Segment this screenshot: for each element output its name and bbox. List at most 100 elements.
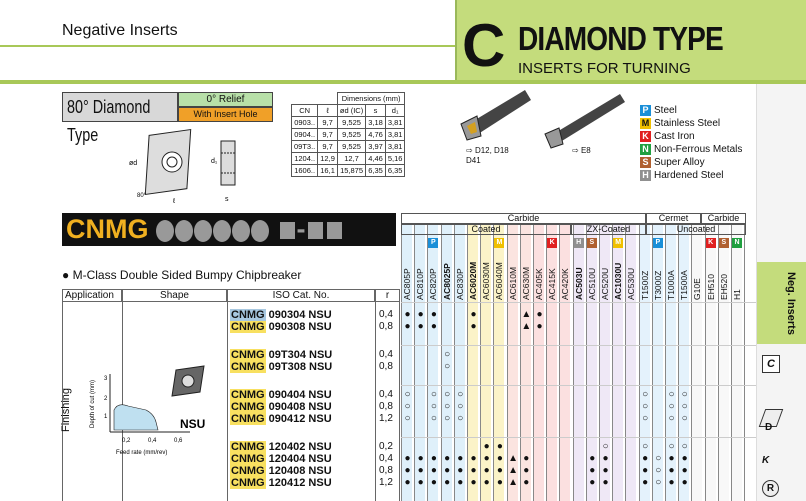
availability-mark: ●	[430, 477, 437, 488]
availability-mark: ○	[444, 413, 451, 424]
iso-code: CNMG	[230, 389, 266, 401]
availability-mark: ○	[655, 453, 662, 464]
arrow-icon: ⇨	[572, 146, 581, 155]
material-tag: P	[652, 238, 663, 248]
availability-mark: ●	[589, 477, 596, 488]
availability-mark: ●	[470, 309, 477, 320]
dim-cell: 3,18	[365, 116, 386, 129]
grade-name: T1500A	[679, 270, 690, 300]
grade-column	[691, 225, 703, 501]
iso-cat-no: CNMG 090408 NSU	[230, 401, 332, 413]
grade-name: AC420K	[560, 268, 571, 300]
tab-neg-label: Neg. Inserts	[785, 272, 797, 335]
availability-mark: ●	[642, 477, 649, 488]
super-alloy-tag: S	[640, 156, 651, 168]
availability-mark: ●	[483, 453, 490, 464]
material-tag: N	[732, 238, 742, 248]
row-separator	[401, 345, 756, 346]
availability-mark: ●	[404, 477, 411, 488]
availability-mark: ●	[523, 465, 530, 476]
legend-label: Cast Iron	[654, 131, 695, 142]
grade-column	[678, 225, 690, 501]
series-banner: CNMG -	[62, 213, 396, 246]
availability-mark: ○	[681, 389, 688, 400]
iso-cat-no: CNMG 090304 NSU	[230, 309, 332, 321]
dim-cell: 12,9	[317, 152, 338, 165]
availability-mark: ●	[668, 477, 675, 488]
legend-label: Steel	[654, 105, 677, 116]
row-separator	[401, 385, 756, 386]
availability-mark: ○	[404, 413, 411, 424]
grade-column	[665, 225, 676, 501]
availability-mark: ○	[668, 401, 675, 412]
section-title: Negative Inserts	[62, 22, 178, 39]
availability-mark: ●	[430, 321, 437, 332]
grade-column	[717, 225, 729, 501]
dim-col: d₁	[384, 104, 406, 117]
grade-name: AC503U	[573, 267, 584, 300]
legend-label: Stainless Steel	[654, 118, 721, 129]
chipbreaker-shape: NSU 3 2 1 0,2 0,4 0,6 Feed rate (mm/rev)…	[90, 365, 205, 456]
grade-name: AC6030M	[481, 262, 492, 300]
steel-tag: P	[640, 104, 651, 116]
dim-col: ød (IC)	[336, 104, 367, 117]
header-left	[0, 0, 455, 82]
grade-name: AC6020M	[468, 261, 478, 300]
tab-k[interactable]: K	[762, 455, 770, 466]
dim-cell: 12,7	[336, 152, 367, 165]
iso-cat-no: CNMG 120412 NSU	[230, 477, 332, 489]
availability-mark: ○	[602, 441, 609, 452]
availability-mark: ○	[444, 389, 451, 400]
availability-mark: ●	[404, 309, 411, 320]
y-tick: 3	[104, 376, 108, 382]
availability-mark: ○	[642, 401, 649, 412]
availability-mark: ●	[470, 465, 477, 476]
group-coated: Coated	[401, 224, 571, 235]
tab-d[interactable]: D	[765, 422, 773, 433]
grade-name: AC630M	[520, 266, 531, 300]
grade-name: AC530U	[626, 267, 637, 300]
radius-value: 0,8	[379, 465, 393, 476]
availability-mark: ●	[483, 465, 490, 476]
grade-name: AC415K	[547, 268, 558, 300]
grade-column	[506, 225, 518, 501]
iso-cat-no: CNMG 09T308 NSU	[230, 361, 333, 373]
availability-mark: ●	[496, 453, 503, 464]
availability-mark: ○	[430, 389, 437, 400]
group-uncoated: Uncoated	[646, 224, 746, 235]
availability-mark: ○	[681, 401, 688, 412]
grade-column	[467, 225, 478, 501]
availability-mark: ○	[457, 389, 464, 400]
availability-mark: ●	[404, 321, 411, 332]
availability-mark: ●	[681, 453, 688, 464]
dim-cell: 16,1	[317, 164, 338, 177]
table-body	[62, 302, 400, 501]
type-letter: C	[462, 12, 506, 79]
iso-cat-no: CNMG 090308 NSU	[230, 321, 332, 333]
availability-mark: ▲	[521, 309, 532, 320]
availability-mark: ●	[430, 453, 437, 464]
grid-border	[744, 225, 746, 501]
availability-mark: ●	[404, 453, 411, 464]
dim-cell: 1204..	[290, 152, 319, 165]
availability-mark: ●	[470, 453, 477, 464]
tab-r[interactable]: R	[762, 480, 779, 497]
grade-name: AC830P	[454, 268, 465, 300]
tab-neg-inserts[interactable]: Neg. Inserts	[757, 262, 806, 344]
non-ferrous-tag: N	[640, 143, 651, 155]
divider	[122, 302, 123, 501]
group-carbide-uncoated: Carbide	[701, 213, 746, 224]
availability-mark: ○	[668, 413, 675, 424]
radius-value: 0,4	[379, 349, 393, 360]
dim-cell: 9,7	[317, 128, 338, 141]
dim-cell: 9,525	[336, 140, 367, 153]
row-separator	[401, 302, 756, 303]
tab-c[interactable]: C	[762, 355, 780, 373]
iso-code: CNMG	[230, 401, 266, 413]
availability-mark: ○	[655, 465, 662, 476]
iso-code: CNMG	[230, 453, 266, 465]
availability-mark: ●	[457, 465, 464, 476]
